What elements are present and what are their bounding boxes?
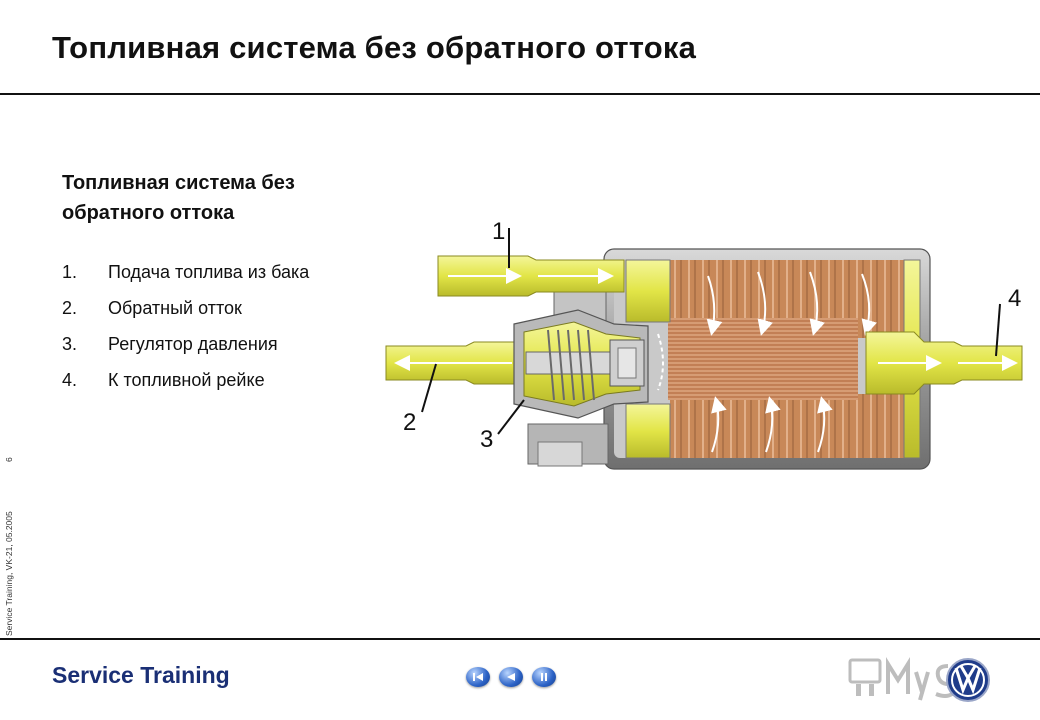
- pause-button[interactable]: [532, 667, 556, 687]
- list-item-text: Обратный отток: [108, 298, 242, 318]
- outlet-pipe: [865, 331, 1023, 395]
- callout-leaders: [421, 228, 1001, 435]
- inlet-pipe: [437, 255, 625, 297]
- pressure-regulator: [513, 309, 664, 419]
- return-pipe: [385, 341, 525, 385]
- list-item-text: Регулятор давления: [108, 334, 278, 354]
- sidebar-caption: Service Training, VK-21, 05.2005: [4, 511, 14, 636]
- list-item: 1. Подача топлива из бака: [62, 262, 309, 298]
- list-item-number: 4.: [62, 370, 78, 390]
- callout-4: 4: [1008, 285, 1021, 312]
- slide-navigation: [466, 667, 556, 687]
- previous-slide-icon: [507, 673, 515, 681]
- page-title: Топливная система без обратного оттока: [52, 30, 697, 65]
- list-item: 3. Регулятор давления: [62, 334, 309, 370]
- list-item: 4. К топливной рейке: [62, 370, 309, 406]
- list-item-number: 3.: [62, 334, 78, 354]
- list-item-text: К топливной рейке: [108, 370, 265, 390]
- footer-brand: Service Training: [52, 662, 230, 688]
- callout-1: 1: [492, 218, 505, 245]
- previous-slide-button[interactable]: [499, 667, 523, 687]
- list-item-number: 1.: [62, 262, 78, 282]
- first-slide-button[interactable]: [466, 667, 490, 687]
- title-divider: [0, 93, 1040, 95]
- filter-element: [625, 259, 921, 459]
- watermark-logo: [848, 657, 990, 702]
- footer-divider: [0, 638, 1040, 640]
- list-item-text: Подача топлива из бака: [108, 262, 310, 282]
- section-heading: Топливная система без обратного оттока: [62, 172, 295, 224]
- legend-list: 1. Подача топлива из бака 2. Обратный от…: [62, 262, 309, 406]
- list-item: 2. Обратный отток: [62, 298, 309, 334]
- first-slide-icon: [473, 673, 483, 681]
- callout-2: 2: [403, 409, 416, 436]
- list-item-number: 2.: [62, 298, 78, 318]
- fuel-filter-diagram: 1 2 3 4: [385, 218, 1023, 470]
- pause-icon: [541, 673, 547, 681]
- callout-3: 3: [480, 426, 493, 453]
